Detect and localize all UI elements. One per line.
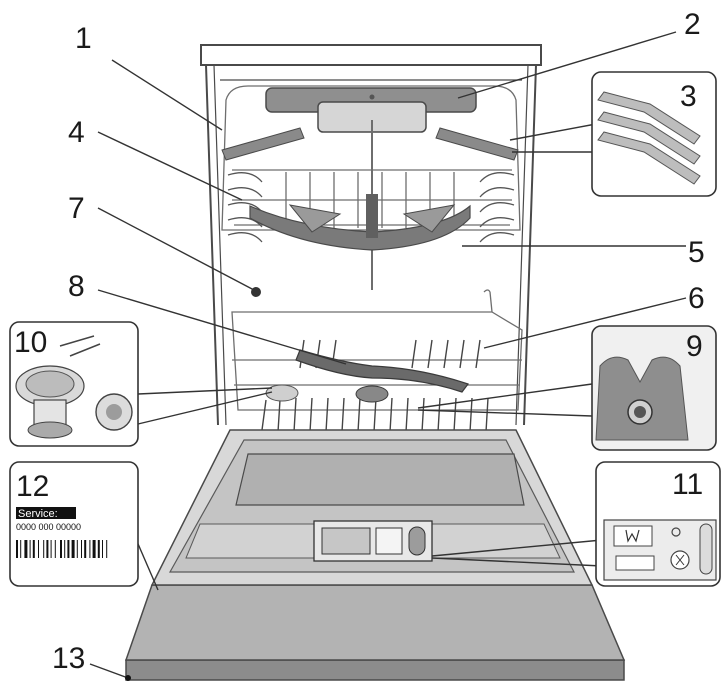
- callout-7: 7: [68, 192, 85, 225]
- door-front-panel: [124, 584, 626, 661]
- callout-8: 8: [68, 270, 85, 303]
- barcode: [16, 540, 108, 558]
- leader-line-11a: [431, 539, 603, 557]
- leader-lines: [89, 31, 687, 679]
- leader-line-10a: [137, 387, 273, 395]
- lower-spray-arm: [295, 349, 469, 403]
- leader-line-1: [111, 59, 223, 131]
- callout-5: 5: [688, 236, 705, 269]
- door-base-panel: [125, 659, 625, 681]
- dishwasher-door: [124, 429, 626, 681]
- callout-13: 13: [52, 642, 85, 675]
- leader-line-13: [89, 663, 129, 679]
- door-inner-recess: [235, 453, 525, 506]
- inset-dispenser-detail: [595, 461, 721, 587]
- service-number: 0000 000 00000: [16, 522, 81, 532]
- callout-6: 6: [688, 282, 705, 315]
- callout-3: 3: [680, 80, 697, 113]
- leader-line-10b: [137, 391, 273, 425]
- leader-line-6: [483, 297, 687, 349]
- callout-1: 1: [75, 22, 92, 55]
- leader-dot-13: [125, 675, 131, 681]
- inset-spray-nozzle: [591, 325, 717, 451]
- leader-line-2: [457, 31, 677, 99]
- leader-line-9a: [417, 383, 593, 409]
- leader-line-9b: [417, 409, 593, 417]
- upper-rack-left-tines: [227, 172, 263, 243]
- service-title: Service:: [18, 508, 58, 520]
- leader-line-4: [97, 131, 243, 201]
- callout-10: 10: [14, 326, 47, 359]
- inset-rating-label: Service: 0000 000 00000: [9, 461, 139, 587]
- callout-9: 9: [686, 330, 703, 363]
- callout-2: 2: [684, 8, 701, 41]
- inset-cutlery-shelf: [591, 71, 717, 197]
- detergent-dispenser: [313, 520, 433, 562]
- callout-11: 11: [672, 468, 703, 501]
- upper-rack-right-tines: [479, 172, 515, 243]
- cutlery-holder-right: [435, 127, 519, 161]
- callout-12: 12: [16, 470, 49, 503]
- leader-line-11b: [431, 557, 603, 567]
- cutlery-holder-left: [221, 127, 305, 161]
- upper-spray-arm: [249, 194, 471, 251]
- inset-filter-assembly: [9, 321, 139, 447]
- leader-line-7: [97, 207, 255, 291]
- dishwasher-cabinet: [200, 44, 542, 426]
- leader-line-8: [97, 289, 347, 365]
- leader-line-3a: [509, 123, 597, 141]
- callout-4: 4: [68, 116, 85, 149]
